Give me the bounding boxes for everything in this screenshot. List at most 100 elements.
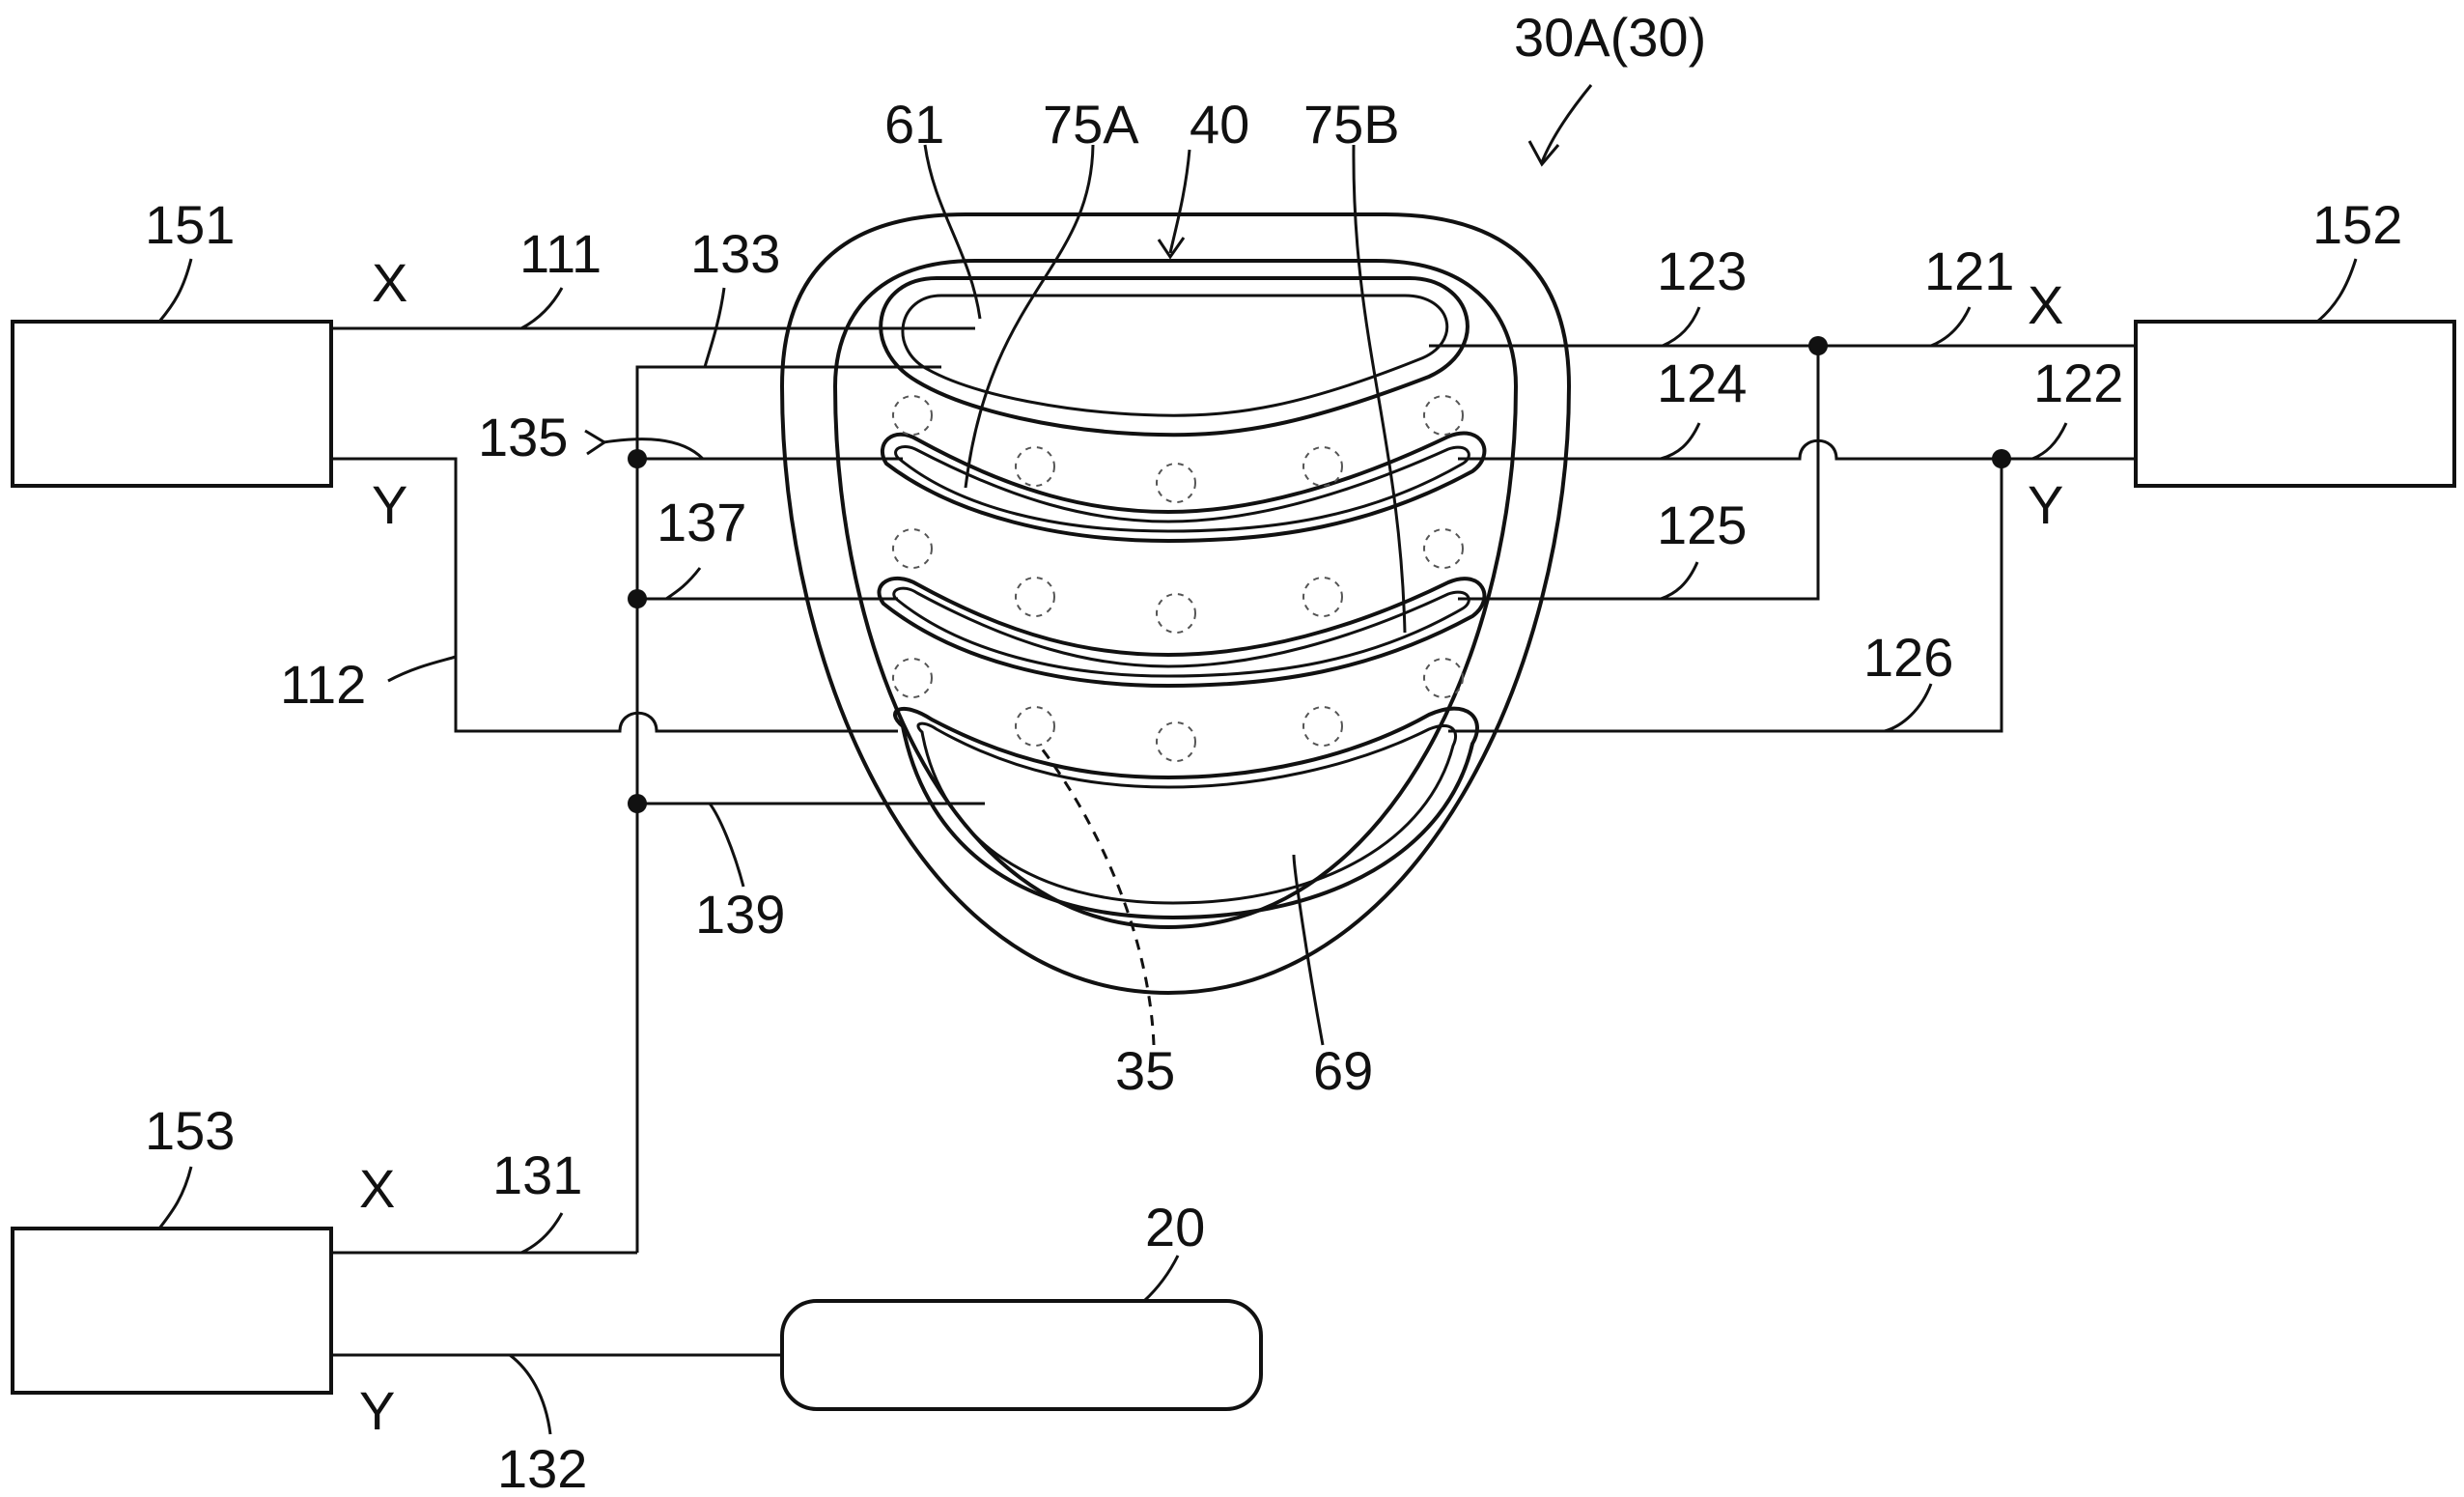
label-75a: 75A — [1043, 94, 1139, 155]
label-35: 35 — [1115, 1040, 1175, 1101]
leader-126 — [1884, 683, 1933, 733]
label-153: 153 — [145, 1100, 235, 1161]
electrode-61-inner — [901, 294, 1449, 417]
label-121: 121 — [1924, 240, 2014, 301]
arrow-30a — [1527, 140, 1560, 167]
electrode-61-outer — [879, 276, 1470, 438]
electrode-75b-inner — [892, 586, 1470, 678]
sensor-circle — [1302, 706, 1343, 747]
leader-153 — [157, 1166, 193, 1229]
leader-137 — [665, 567, 702, 601]
leader-133 — [703, 287, 726, 368]
leader-111 — [520, 287, 564, 330]
wire-124 — [1458, 438, 2136, 461]
label-123: 123 — [1657, 240, 1747, 301]
electrode-75a-inner — [894, 445, 1470, 533]
arrow-40 — [1157, 237, 1186, 260]
wire-126 — [1448, 459, 2003, 733]
label-152: 152 — [2312, 194, 2402, 255]
sensor-circle — [1302, 577, 1343, 617]
leader-20 — [1142, 1255, 1180, 1303]
label-y-152: Y — [2028, 474, 2063, 535]
junction-node — [1808, 336, 1828, 355]
sensor-circle — [1423, 528, 1464, 569]
dotted-sensor-circles — [892, 395, 1464, 762]
leader-75a — [964, 144, 1095, 489]
junction-node — [1992, 449, 2011, 468]
label-x-152: X — [2028, 274, 2063, 335]
sensor-circle — [1156, 463, 1196, 503]
sensor-circle — [1156, 721, 1196, 762]
sensor-circle — [1015, 706, 1055, 747]
label-139: 139 — [695, 884, 785, 945]
leader-135 — [602, 438, 705, 461]
label-125: 125 — [1657, 494, 1747, 555]
leader-152 — [2316, 258, 2358, 324]
sensor-circle — [892, 658, 933, 698]
label-135: 135 — [478, 407, 568, 467]
label-69: 69 — [1313, 1040, 1373, 1101]
label-30a: 30A(30) — [1514, 7, 1706, 68]
junction-node — [628, 449, 647, 468]
sensor-circle — [1423, 395, 1464, 436]
leader-61 — [923, 144, 982, 320]
label-40: 40 — [1190, 94, 1249, 155]
label-111: 111 — [519, 223, 602, 284]
label-132: 132 — [497, 1438, 587, 1497]
junction-node — [628, 589, 647, 608]
labels: 30A(30) 40 61 75A 75B 69 35 20 151 152 1… — [145, 7, 2402, 1497]
leader-69 — [1292, 854, 1325, 1046]
electrode-75b-outer — [877, 576, 1487, 689]
sensor-circle — [1423, 658, 1464, 698]
label-x-153: X — [359, 1158, 395, 1219]
label-151: 151 — [145, 194, 235, 255]
leader-125 — [1660, 561, 1699, 601]
wire-112 — [331, 457, 898, 733]
label-y-153: Y — [359, 1380, 395, 1441]
label-137: 137 — [657, 492, 746, 552]
electrode-75a-outer — [880, 431, 1487, 544]
device-151-box — [11, 320, 333, 488]
label-112: 112 — [280, 654, 366, 715]
leader-121 — [1930, 306, 1972, 348]
wiring — [331, 326, 2136, 1357]
pad-inner-outline — [832, 259, 1519, 930]
label-126: 126 — [1863, 627, 1953, 688]
label-131: 131 — [492, 1144, 582, 1205]
sensor-circle — [1015, 577, 1055, 617]
leader-122 — [2031, 422, 2068, 461]
label-20: 20 — [1145, 1197, 1205, 1257]
device-153-box — [11, 1227, 333, 1395]
sensor-circle — [1156, 593, 1196, 634]
leader-lines — [157, 84, 2358, 1435]
wire-125 — [1458, 346, 1820, 601]
label-75b: 75B — [1303, 94, 1400, 155]
label-133: 133 — [690, 223, 780, 284]
leader-151 — [157, 258, 193, 323]
leader-139 — [708, 803, 745, 888]
device-20-box — [780, 1299, 1263, 1411]
electrode-69-inner — [916, 721, 1458, 905]
leader-35-dashed — [1036, 743, 1156, 1046]
leader-112 — [387, 655, 457, 683]
sensor-circle — [1302, 446, 1343, 487]
label-122: 122 — [2033, 353, 2123, 413]
label-x-151: X — [372, 252, 407, 313]
label-y-151: Y — [372, 474, 407, 535]
junction-node — [628, 794, 647, 813]
leader-30a — [1540, 84, 1593, 163]
device-152-box — [2134, 320, 2456, 488]
leader-132 — [509, 1353, 552, 1435]
leader-123 — [1662, 306, 1701, 348]
sensor-circle — [1015, 446, 1055, 487]
leader-124 — [1660, 422, 1701, 461]
sensor-circle — [892, 528, 933, 569]
label-124: 124 — [1657, 353, 1747, 413]
electrode-69-outer — [893, 706, 1479, 920]
leader-40 — [1168, 149, 1191, 254]
arrow-135 — [584, 429, 607, 456]
leader-75b — [1352, 144, 1407, 634]
leader-131 — [520, 1212, 564, 1255]
wire-133 — [635, 365, 941, 1253]
